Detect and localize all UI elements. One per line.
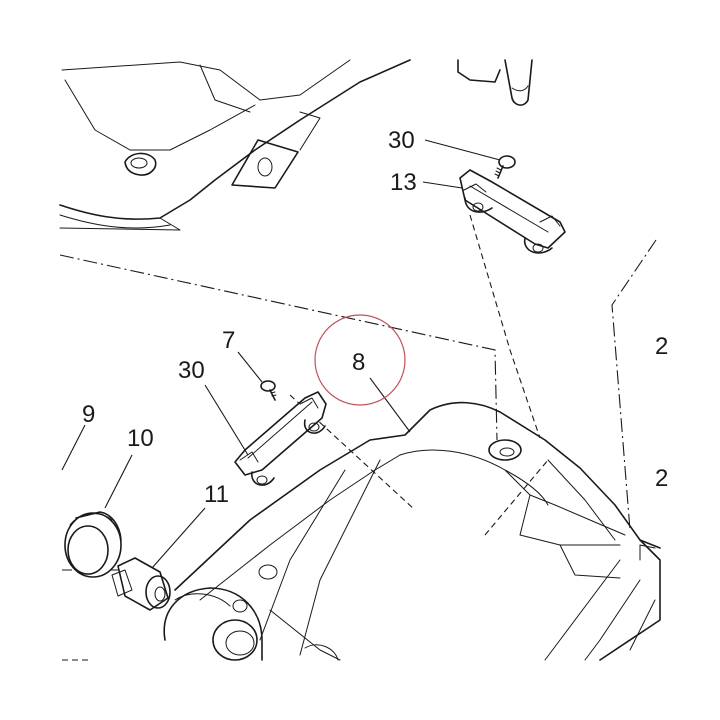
upper-fairing-panel bbox=[59, 59, 411, 231]
bushing-part-11 bbox=[111, 557, 171, 611]
leader-8 bbox=[369, 377, 411, 433]
rear-mudguard-part-8 bbox=[163, 401, 661, 661]
assembly-lines bbox=[62, 214, 549, 661]
label-11: 11 bbox=[204, 481, 229, 508]
leader-10 bbox=[104, 454, 133, 509]
leader-30-mid bbox=[204, 384, 249, 456]
label-30-top: 30 bbox=[388, 127, 415, 154]
callout-labels: 30 13 7 30 8 9 10 11 2 2 bbox=[82, 127, 668, 508]
seal-ring-part-10 bbox=[64, 511, 122, 578]
label-7: 7 bbox=[222, 327, 235, 354]
rear-bracket-fragment bbox=[457, 59, 533, 106]
bracket-part-13 bbox=[459, 169, 566, 254]
screw-part-7 bbox=[260, 380, 277, 401]
label-edge-b: 2 bbox=[655, 465, 668, 492]
label-edge-a: 2 bbox=[655, 333, 668, 360]
highlight-circle-icon bbox=[314, 314, 406, 406]
label-8: 8 bbox=[352, 349, 365, 376]
label-9: 9 bbox=[82, 401, 95, 428]
leader-9 bbox=[61, 424, 86, 471]
leader-11 bbox=[151, 507, 206, 569]
bracket-part-mid bbox=[234, 391, 327, 486]
leader-30-top bbox=[424, 139, 501, 161]
leader-13 bbox=[422, 181, 463, 189]
screw-part-30-top bbox=[494, 155, 516, 179]
label-10: 10 bbox=[127, 425, 154, 452]
callout-leaders bbox=[61, 139, 501, 569]
leader-7 bbox=[237, 351, 263, 383]
label-30-mid: 30 bbox=[178, 357, 205, 384]
label-13: 13 bbox=[390, 169, 417, 196]
